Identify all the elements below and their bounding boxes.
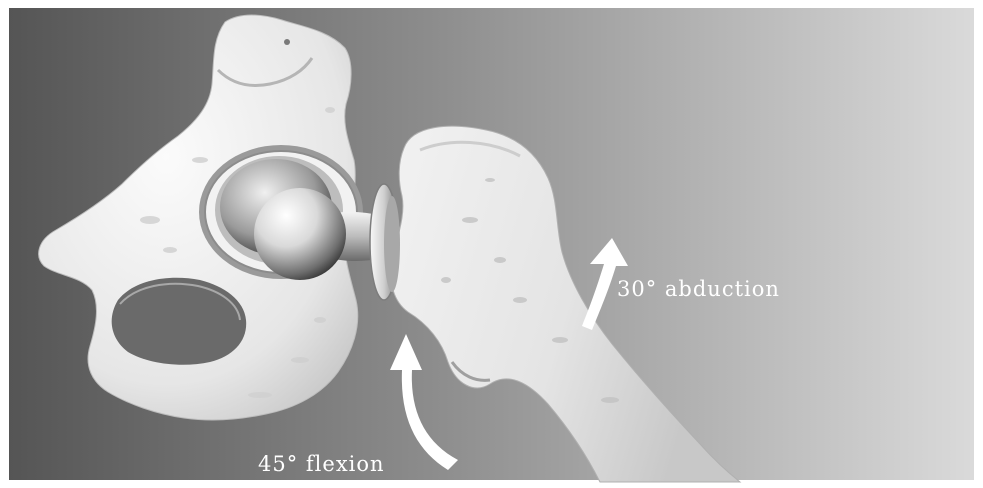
femoral-head-ball [254,188,346,280]
abduction-label: 30° abduction [617,277,780,301]
flexion-label: 45° flexion [258,452,385,476]
